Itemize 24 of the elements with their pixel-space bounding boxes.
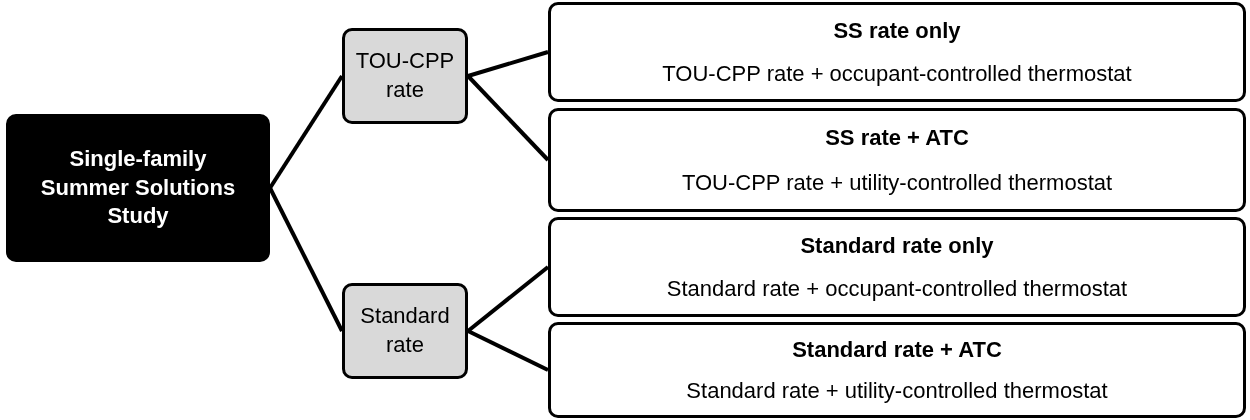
option-box — [548, 322, 1246, 418]
option-description: TOU-CPP rate + utility-controlled thermostat — [681, 169, 1113, 196]
connector-line — [467, 50, 549, 78]
option-description: Standard rate + utility-controlled thermostat — [686, 377, 1108, 404]
option-title: SS rate only — [833, 17, 961, 44]
option-title: Standard rate only — [800, 232, 994, 259]
connector-line — [268, 74, 344, 190]
option-title: Standard rate + ATC — [792, 336, 1002, 363]
option-box — [548, 217, 1246, 317]
connector-line — [467, 329, 549, 372]
rate-label: Standard rate — [359, 302, 451, 359]
rate-label: TOU-CPP rate — [354, 47, 456, 104]
branch-box — [342, 28, 468, 124]
study-title: Single-family Summer Solutions Study — [39, 145, 237, 231]
option-description: Standard rate + occupant-controlled thermostat — [666, 275, 1128, 302]
option-title: SS rate + ATC — [825, 124, 969, 151]
branch-box — [342, 283, 468, 379]
connector-line — [466, 74, 550, 162]
option-box — [548, 2, 1246, 102]
connector-line — [466, 265, 550, 333]
root-box — [6, 114, 270, 262]
option-box — [548, 108, 1246, 212]
connector-line — [268, 187, 344, 332]
option-description: TOU-CPP rate + occupant-controlled thermostat — [662, 60, 1132, 87]
